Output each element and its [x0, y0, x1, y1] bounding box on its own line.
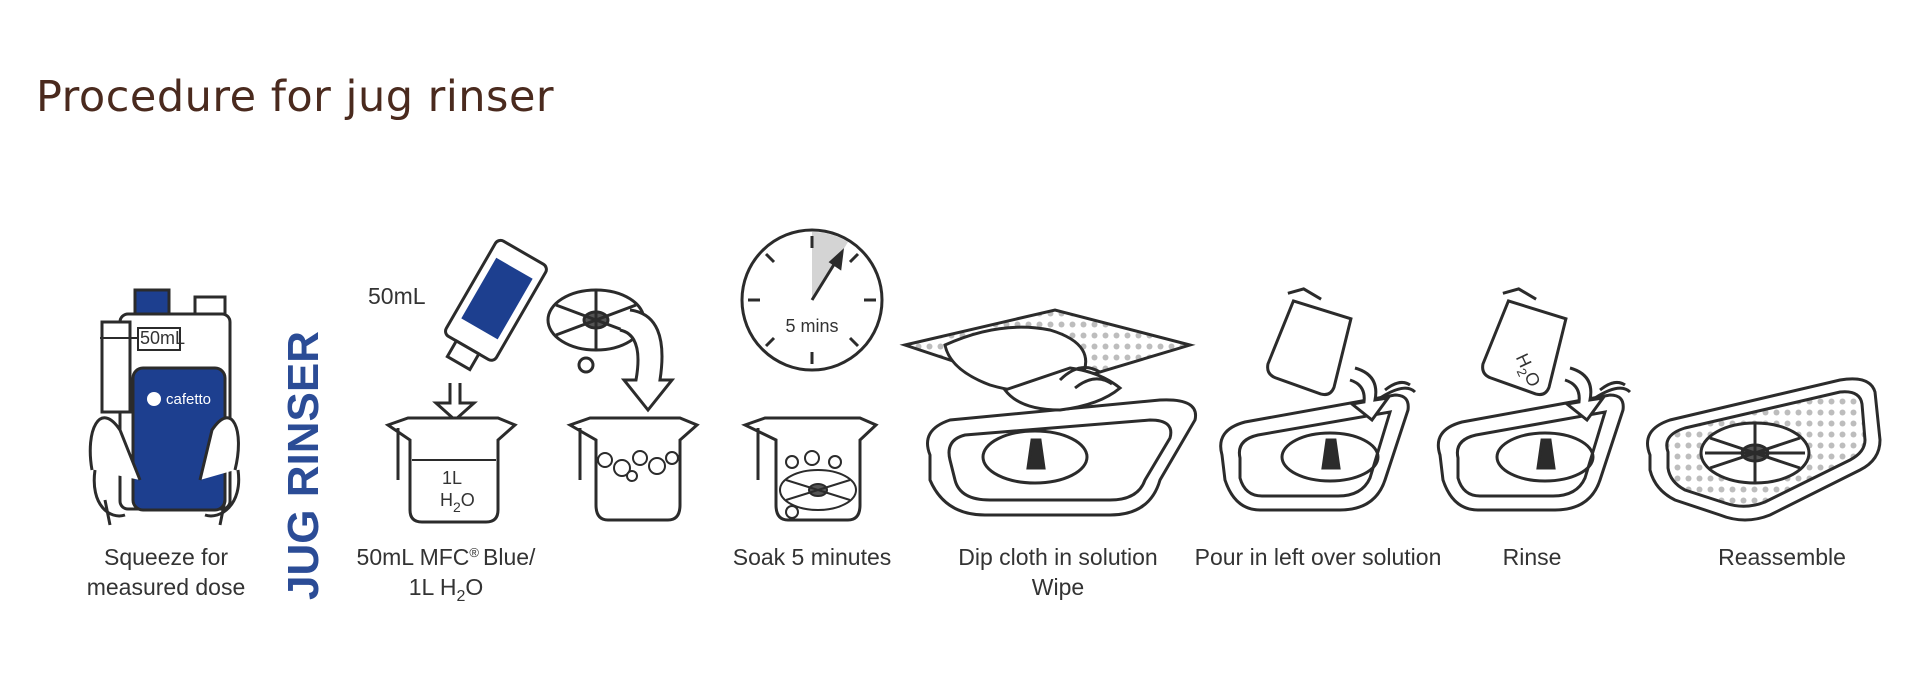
brand-label: cafetto	[166, 391, 211, 408]
dose-label: 50mL	[140, 328, 185, 348]
jug-contents-line1: 1L	[442, 468, 462, 488]
timer-icon	[740, 228, 884, 372]
measuring-cup-icon	[384, 238, 548, 524]
step-7-caption: Reassemble	[1718, 544, 1846, 570]
drip-tray-insert-icon	[546, 288, 700, 522]
squeeze-bottle-icon	[88, 288, 241, 526]
step-1-caption-line1: Squeeze for	[104, 544, 228, 570]
rinse-jug-icon	[1436, 287, 1632, 512]
step-2-caption-line1: 50mL MFC®Blue/	[357, 544, 537, 570]
page-title: Procedure for jug rinser	[36, 72, 555, 122]
step-5-caption: Pour in left over solution	[1195, 544, 1442, 570]
jug-contents-line2: H2O	[440, 490, 475, 515]
step-3-caption: Soak 5 minutes	[733, 544, 892, 570]
measure-label: 50mL	[368, 283, 426, 309]
step-6-caption: Rinse	[1503, 544, 1562, 570]
step-2-caption-line2: 1L H2O	[409, 574, 484, 605]
step-1-caption-line2: measured dose	[87, 574, 246, 600]
step-4-caption-line1: Dip cloth in solution	[958, 544, 1157, 570]
pour-jug-icon	[1219, 287, 1417, 512]
step-captions: Squeeze for measured dose 50mL MFC®Blue/…	[87, 544, 1846, 605]
timer-label: 5 mins	[785, 316, 838, 336]
soaking-cup-icon	[741, 416, 879, 522]
side-label: JUG RINSER	[279, 331, 328, 600]
reassembled-tray-icon	[1646, 377, 1882, 522]
cloth-wipe-icon	[899, 308, 1198, 517]
step-4-caption-line2: Wipe	[1032, 574, 1084, 600]
